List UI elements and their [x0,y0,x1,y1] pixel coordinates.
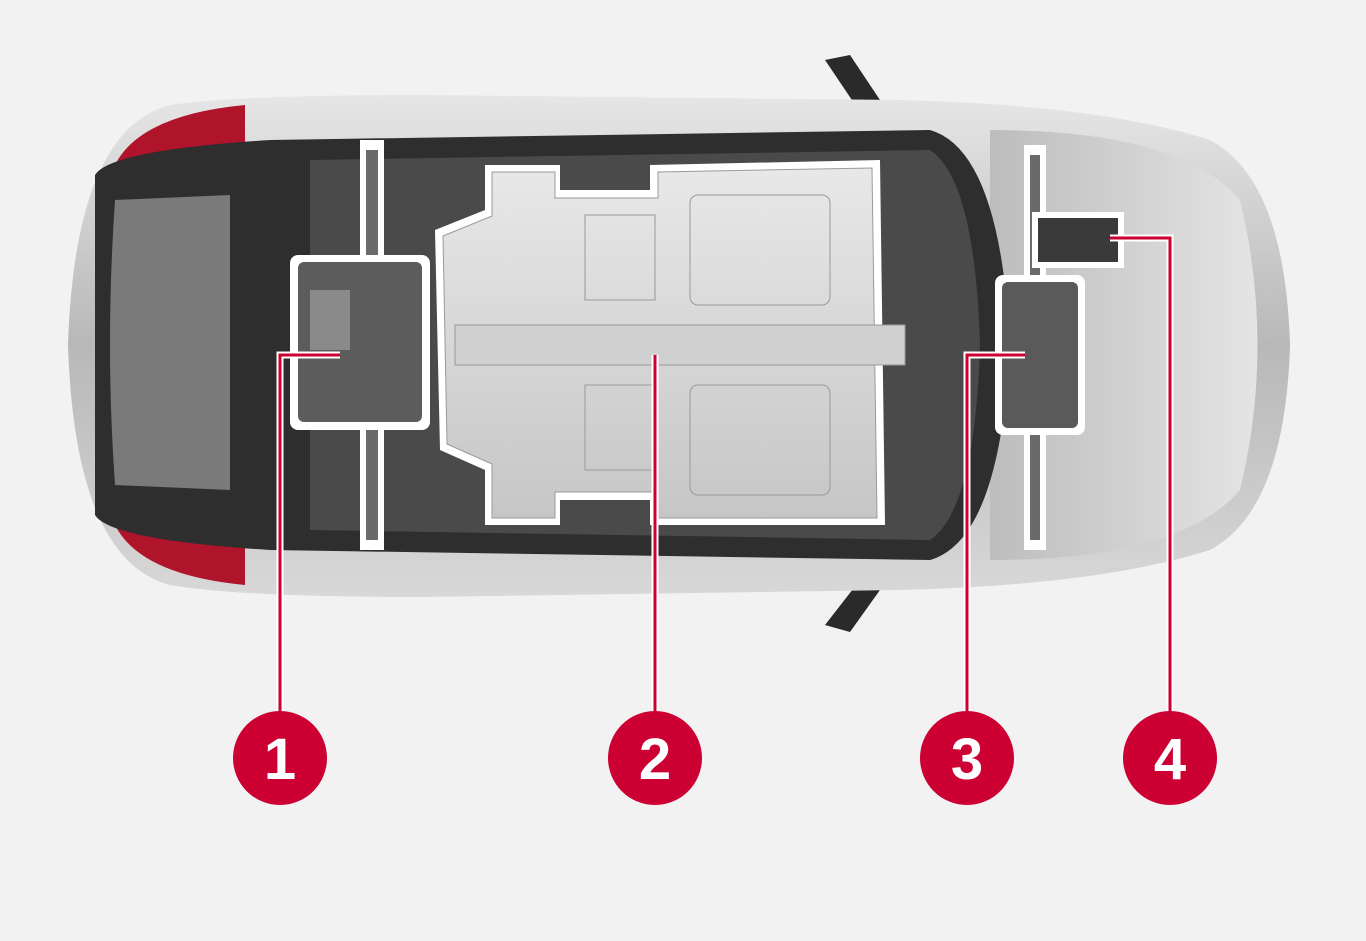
mirror-left [825,55,880,112]
control-unit [1032,212,1124,268]
callout-2-label: 2 [639,727,671,792]
callout-lines [278,236,1172,740]
battery-pack [435,160,906,525]
callout-1: 1 [233,711,327,805]
callout-3: 3 [920,711,1014,805]
callout-3-label: 3 [951,727,983,792]
callout-4-label: 4 [1154,727,1186,792]
mirror-right [825,580,880,632]
callout-2: 2 [608,711,702,805]
rear-window [110,195,230,490]
rear-motor [290,140,430,550]
callout-4: 4 [1123,711,1217,805]
callout-1-label: 1 [264,727,296,792]
